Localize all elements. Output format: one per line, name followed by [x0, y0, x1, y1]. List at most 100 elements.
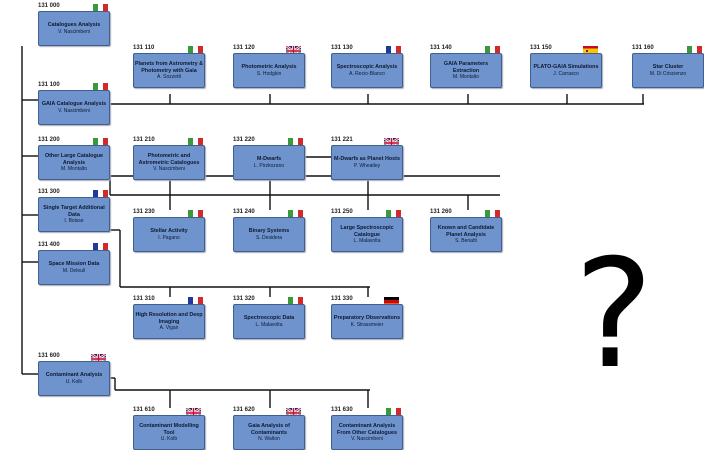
- node-person: U. Kolb: [160, 435, 178, 442]
- node-title: Photometric and Astrometric Catalogues: [138, 153, 200, 166]
- node-person: L. Pirzkozano: [253, 162, 285, 169]
- node-title: Planets from Astrometry & Photometry wit…: [134, 61, 204, 74]
- node-title: Single Target Additional Data: [43, 205, 105, 218]
- node-person: I. Boisse: [64, 217, 84, 224]
- node-code: 131 240: [233, 209, 255, 215]
- node-code: 131 000: [38, 3, 60, 9]
- node-person: L. Malavolta: [353, 237, 381, 244]
- italy-flag-icon: [687, 46, 702, 56]
- node-person: M. Di Criscienzo: [649, 70, 687, 77]
- node-box[interactable]: Planets from Astrometry & Photometry wit…: [133, 53, 205, 88]
- node-title: Contaminant Analysis: [45, 372, 103, 379]
- node-title: M-Dwarfs: [256, 156, 282, 163]
- italy-flag-icon: [386, 408, 401, 418]
- italy-flag-icon: [188, 210, 203, 220]
- node-title: M-Dwarfs as Planet Hosts: [334, 156, 400, 163]
- node-code: 131 160: [632, 45, 654, 51]
- node-code: 131 230: [133, 209, 155, 215]
- node-person: P. Wheatley: [353, 162, 381, 169]
- italy-flag-icon: [386, 210, 401, 220]
- question-mark: ?: [574, 228, 654, 402]
- node-person: N. Walton: [258, 435, 280, 442]
- node-title: Star Cluster: [652, 64, 684, 71]
- italy-flag-icon: [485, 46, 500, 56]
- node-title: Other Large Catalogue Analysis: [44, 153, 104, 166]
- node-person: M. Montalto: [60, 165, 88, 172]
- italy-flag-icon: [288, 210, 303, 220]
- node-person: M. Deleuil: [62, 267, 86, 274]
- node-code: 131 320: [233, 296, 255, 302]
- node-code: 131 600: [38, 353, 60, 359]
- node-code: 131 220: [233, 137, 255, 143]
- italy-flag-icon: [93, 83, 108, 93]
- node-person: V. Nascimbeni: [58, 28, 90, 35]
- node-title: GAIA Parameters Extraction: [443, 61, 489, 74]
- node-title: Space Mission Data: [48, 261, 100, 268]
- france-flag-icon: [93, 243, 108, 253]
- node-title: Catalogues Analysis: [47, 22, 101, 29]
- node-title: Preparatory Observations: [333, 315, 401, 322]
- italy-flag-icon: [485, 210, 500, 220]
- node-title: High Resolution and Deep Imaging: [135, 312, 203, 325]
- node-title: GAIA Catalogue Analysis: [41, 101, 107, 108]
- node-code: 131 260: [430, 209, 452, 215]
- node-person: U. Kolb: [65, 378, 83, 385]
- node-title: Contaminant Analysis From Other Catalogu…: [337, 423, 397, 436]
- node-code: 131 300: [38, 189, 60, 195]
- node-person: A. Recio-Blanco: [349, 70, 385, 77]
- node-person: A. Vigan: [159, 324, 179, 331]
- node-person: M. Montalto: [452, 73, 480, 80]
- node-person: S. Desidera: [255, 234, 283, 241]
- node-title: Binary Systems: [248, 228, 290, 235]
- france-flag-icon: [188, 297, 203, 307]
- node-code: 131 150: [530, 45, 552, 51]
- node-person: K. Strassmeier: [350, 321, 384, 328]
- node-box[interactable]: Contaminant Analysis From Other Catalogu…: [331, 415, 403, 450]
- node-code: 131 310: [133, 296, 155, 302]
- node-code: 131 630: [331, 407, 353, 413]
- node-person: J. Carrasco: [553, 70, 579, 77]
- node-title: Known and Candidate Planet Analysis: [437, 225, 495, 238]
- node-title: PLATO-GAIA Simulations: [533, 64, 599, 71]
- italy-flag-icon: [93, 4, 108, 14]
- node-person: I. Pagano: [158, 234, 180, 241]
- node-title: Large Spectroscopic Catalogue: [340, 225, 394, 238]
- node-code: 131 120: [233, 45, 255, 51]
- node-code: 131 221: [331, 137, 353, 143]
- italy-flag-icon: [93, 138, 108, 148]
- node-code: 131 110: [133, 45, 155, 51]
- node-code: 131 100: [38, 82, 60, 88]
- node-person: V. Nascimbeni: [58, 107, 90, 114]
- node-code: 131 130: [331, 45, 353, 51]
- italy-flag-icon: [288, 297, 303, 307]
- node-code: 131 620: [233, 407, 255, 413]
- node-person: S. Hodgkin: [256, 70, 282, 77]
- node-title: Spectroscopic Data: [243, 315, 295, 322]
- node-code: 131 250: [331, 209, 353, 215]
- node-title: Spectroscopic Analysis: [336, 64, 398, 71]
- italy-flag-icon: [288, 138, 303, 148]
